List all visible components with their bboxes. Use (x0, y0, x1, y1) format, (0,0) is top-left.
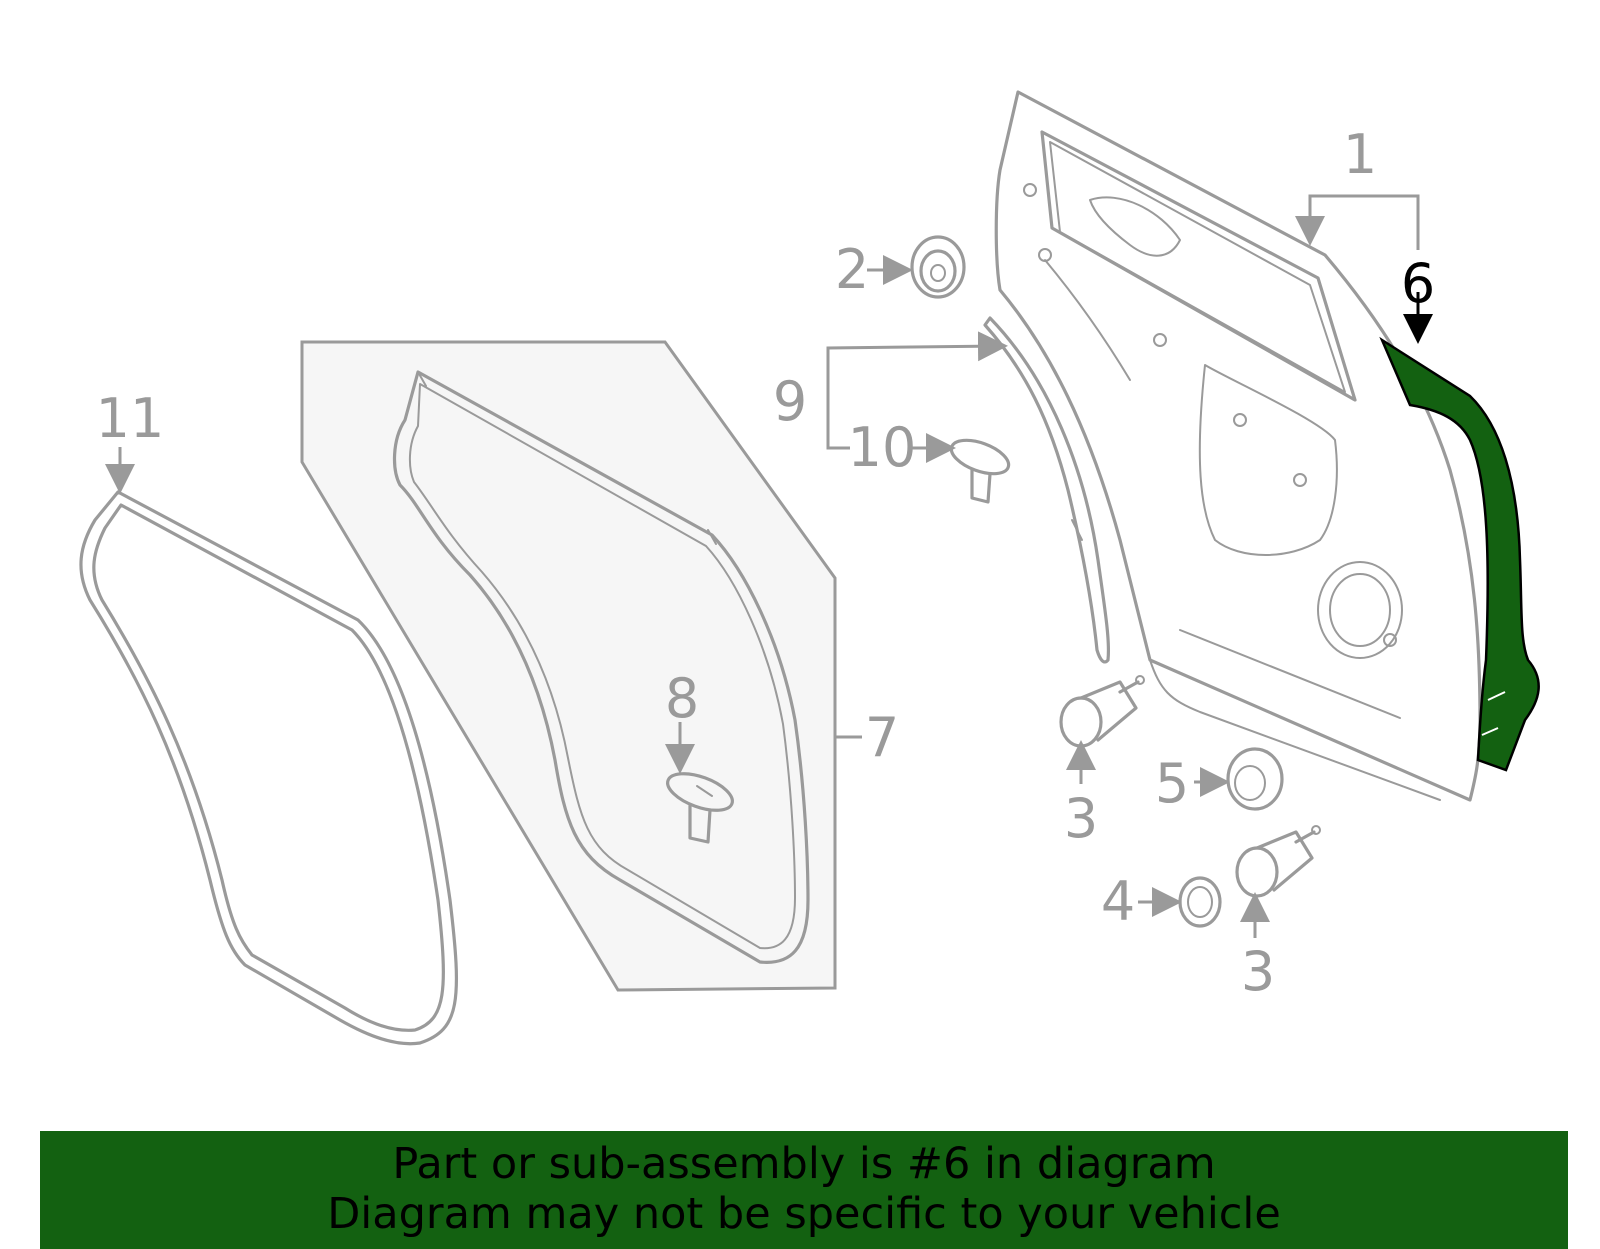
callout-2: 2 (835, 238, 869, 301)
banner-line-1: Part or sub-assembly is #6 in diagram (392, 1139, 1216, 1189)
clip-part-8[interactable] (663, 766, 737, 844)
door-shell-part-1[interactable] (994, 90, 1482, 802)
bolt-part-3-b[interactable] (1235, 825, 1321, 898)
grommet-part-5[interactable] (1226, 747, 1284, 811)
callout-1: 1 (1343, 123, 1377, 186)
callout-8: 8 (665, 667, 699, 730)
seal-part-7[interactable] (300, 340, 837, 992)
bolt-part-3-a[interactable] (1059, 675, 1145, 748)
banner-line-2: Diagram may not be specific to your vehi… (327, 1189, 1281, 1239)
callout-7: 7 (865, 706, 899, 769)
info-banner: Part or sub-assembly is #6 in diagram Di… (40, 1131, 1568, 1249)
plug-part-2[interactable] (910, 235, 966, 299)
trim-part-6[interactable] (1379, 336, 1540, 772)
channel-part-9[interactable] (983, 316, 1111, 664)
clip-part-10[interactable] (947, 434, 1013, 504)
leader-lines (105, 194, 1433, 938)
callout-4: 4 (1101, 870, 1135, 933)
callout-9: 9 (773, 370, 807, 433)
callout-6: 6 (1401, 252, 1435, 315)
callout-3-a: 3 (1064, 787, 1098, 850)
callout-10: 10 (848, 416, 917, 479)
callout-11: 11 (96, 387, 165, 450)
callout-3-b: 3 (1241, 940, 1275, 1003)
weatherstrip-part-11[interactable] (79, 490, 459, 1046)
washer-part-4[interactable] (1178, 876, 1222, 928)
callout-5: 5 (1155, 752, 1189, 815)
